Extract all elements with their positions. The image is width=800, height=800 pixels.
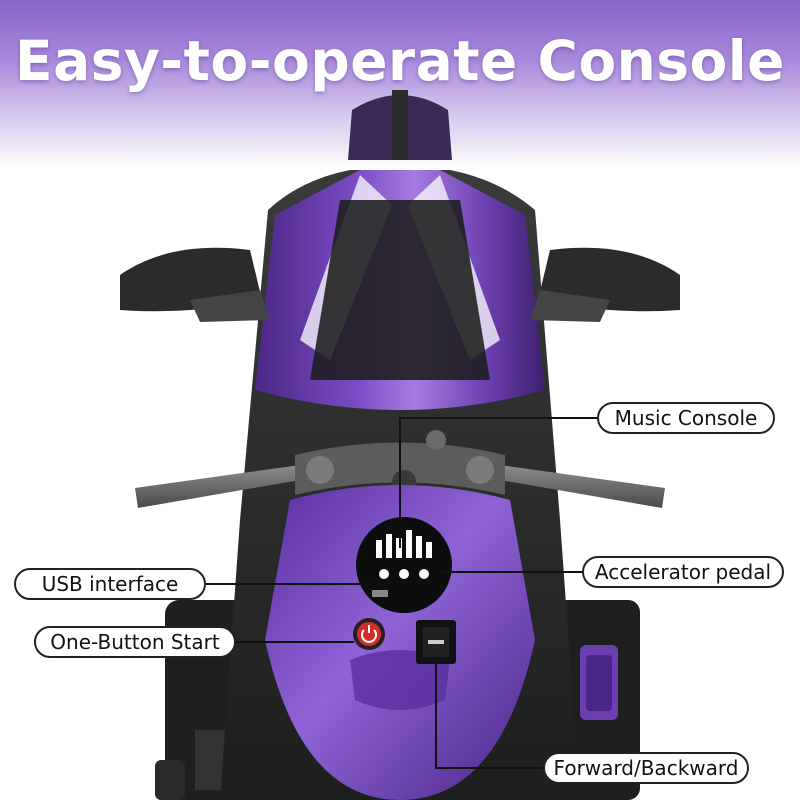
callout-forward-backward: Forward/Backward <box>543 752 749 784</box>
callout-usb-interface: USB interface <box>14 568 206 600</box>
fuel-tank <box>265 485 535 800</box>
power-button <box>353 618 385 650</box>
callout-music-console: Music Console <box>597 402 775 434</box>
direction-switch <box>416 620 456 664</box>
right-side-box <box>555 600 640 800</box>
callout-accelerator-pedal: Accelerator pedal <box>582 556 784 588</box>
music-console-panel <box>356 517 452 613</box>
callout-lines <box>206 417 598 769</box>
callout-one-button-start: One-Button Start <box>34 626 236 658</box>
left-mirror <box>120 247 270 322</box>
headline: Easy-to-operate Console <box>15 29 785 93</box>
right-mirror <box>530 247 680 322</box>
